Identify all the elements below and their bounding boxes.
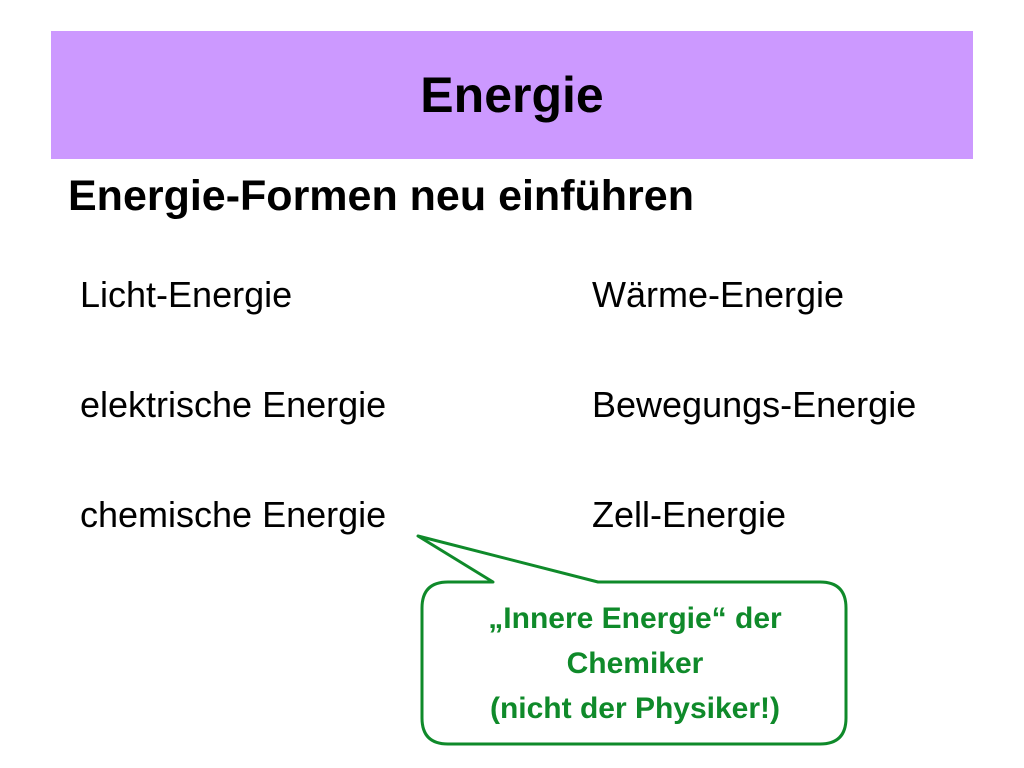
energy-form-chemical: chemische Energie — [80, 494, 387, 535]
energy-form-light: Licht-Energie — [80, 274, 293, 315]
callout-line-3: (nicht der Physiker!) — [489, 692, 781, 725]
callout-line-2: Chemiker — [566, 647, 704, 680]
title-bar: Energie — [51, 31, 973, 159]
energy-form-electric: elektrische Energie — [80, 384, 387, 425]
slide-title: Energie — [420, 67, 604, 123]
slide-subtitle: Energie-Formen neu einführen — [68, 172, 694, 220]
energy-form-motion: Bewegungs-Energie — [592, 384, 917, 425]
callout-text: „Innere Energie“ der Chemiker (nicht der… — [428, 596, 842, 731]
callout-line-1: „Innere Energie“ der — [488, 602, 782, 635]
callout-shape — [416, 534, 848, 746]
energy-form-cell: Zell-Energie — [592, 494, 787, 535]
energy-form-heat: Wärme-Energie — [592, 274, 845, 315]
